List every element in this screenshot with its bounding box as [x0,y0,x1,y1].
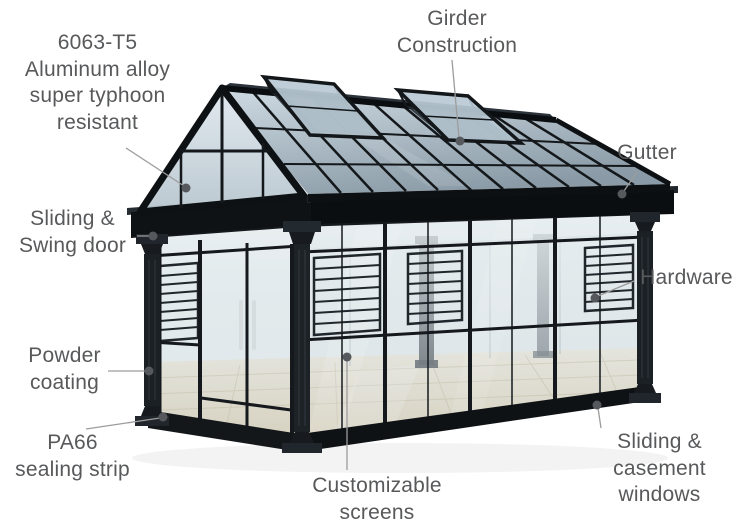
label-customizable-screens: Customizable screens [312,474,442,524]
label-pa66-sealing-strip: PA66 sealing strip [15,431,130,481]
roof [136,74,672,216]
gutter-fascia [308,184,670,202]
label-hardware: Hardware [640,266,733,289]
label-sliding-swing-door: Sliding & Swing door [18,207,127,257]
label-girder-construction: Girder Construction [396,7,518,57]
label-gutter: Gutter [617,141,677,164]
label-aluminum-alloy: 6063-T5 Aluminum alloy super typhoon res… [24,31,171,134]
roof-hip-edge [554,117,672,187]
base-skirting [148,386,647,452]
door-handles [239,300,256,350]
label-sliding-casement-windows: Sliding & casement windows [613,430,706,507]
skylight-vent-1 [260,74,388,140]
decorative-grilles [158,243,635,343]
label-powder-coating: Powder coating [28,344,101,394]
ground-shadow [132,443,668,473]
